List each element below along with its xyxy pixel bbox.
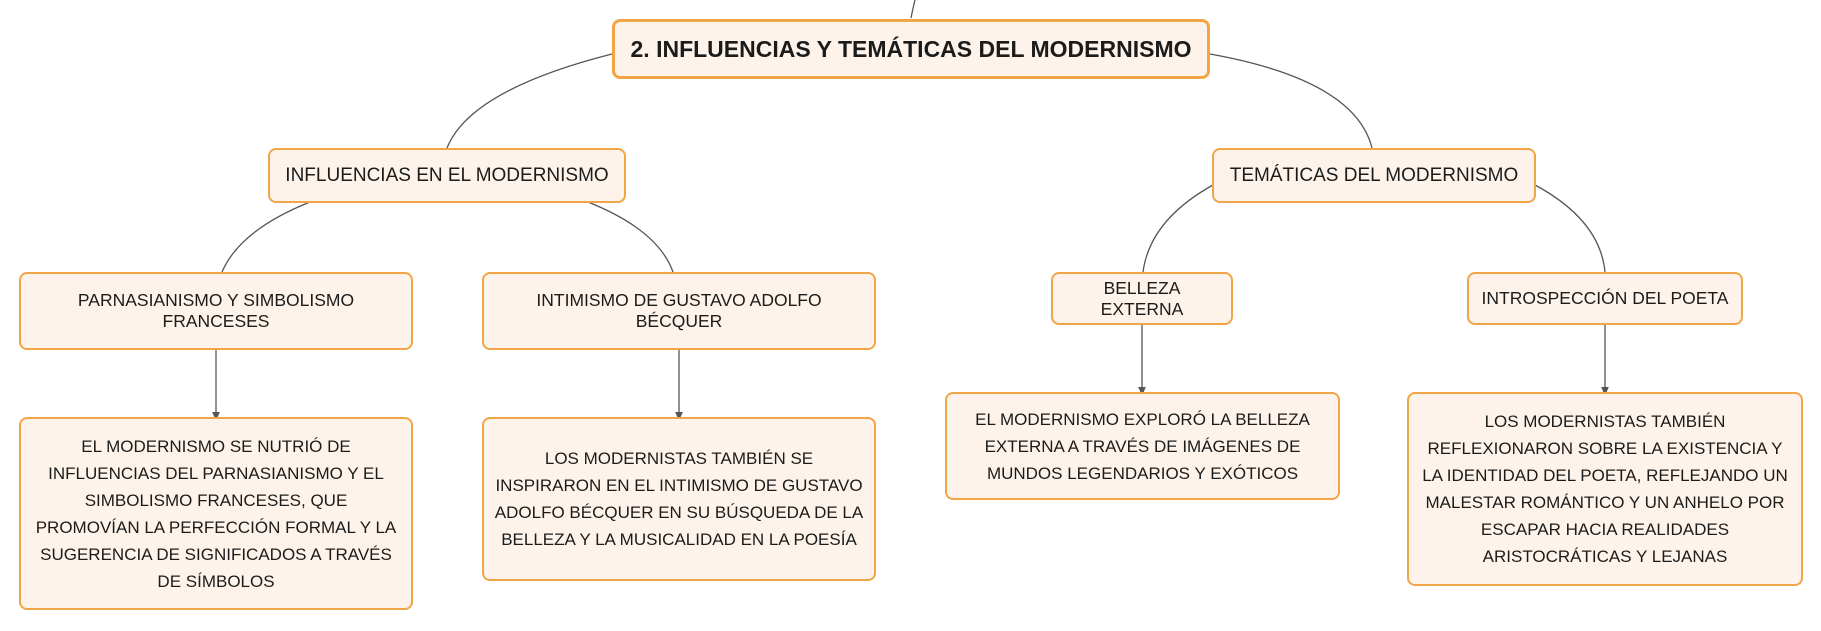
- becquer-detail-text: LOS MODERNISTAS TAMBIÉN SE INSPIRARON EN…: [494, 449, 864, 549]
- root-node[interactable]: 2. INFLUENCIAS Y TEMÁTICAS DEL MODERNISM…: [612, 19, 1210, 79]
- influencias-node-label: INFLUENCIAS EN EL MODERNISMO: [285, 164, 609, 186]
- introspeccion-node-label: INTROSPECCIÓN DEL POETA: [1481, 288, 1729, 308]
- root-node-label: 2. INFLUENCIAS Y TEMÁTICAS DEL MODERNISM…: [630, 35, 1192, 62]
- introspeccion-detail-text: LOS MODERNISTAS TAMBIÉN REFLEXIONARON SO…: [1422, 412, 1788, 566]
- tematicas-node[interactable]: TEMÁTICAS DEL MODERNISMO: [1212, 148, 1536, 203]
- parnasianismo-node[interactable]: PARNASIANISMO Y SIMBOLISMO FRANCESES: [19, 272, 413, 350]
- becquer-node[interactable]: INTIMISMO DE GUSTAVO ADOLFO BÉCQUER: [482, 272, 876, 350]
- belleza-detail-node[interactable]: EL MODERNISMO EXPLORÓ LA BELLEZA EXTERNA…: [945, 392, 1340, 500]
- connector-tematicas-introspeccion: [1534, 184, 1606, 273]
- belleza-node[interactable]: BELLEZA EXTERNA: [1051, 272, 1233, 325]
- becquer-detail-node[interactable]: LOS MODERNISTAS TAMBIÉN SE INSPIRARON EN…: [482, 417, 876, 581]
- connector-influencias-becquer: [587, 201, 674, 273]
- connector-root-influencias: [446, 53, 613, 149]
- connector-tematicas-belleza: [1142, 184, 1214, 273]
- connector-root-tematicas: [1209, 53, 1373, 149]
- connector-influencias-parnasianismo: [221, 201, 311, 273]
- introspeccion-detail-node[interactable]: LOS MODERNISTAS TAMBIÉN REFLEXIONARON SO…: [1407, 392, 1803, 586]
- influencias-node[interactable]: INFLUENCIAS EN EL MODERNISMO: [268, 148, 626, 203]
- belleza-node-label: BELLEZA EXTERNA: [1100, 277, 1184, 319]
- becquer-node-label: INTIMISMO DE GUSTAVO ADOLFO BÉCQUER: [536, 290, 822, 331]
- tematicas-node-label: TEMÁTICAS DEL MODERNISMO: [1229, 164, 1519, 186]
- parnasianismo-detail-node[interactable]: EL MODERNISMO SE NUTRIÓ DE INFLUENCIAS D…: [19, 417, 413, 610]
- belleza-detail-text: EL MODERNISMO EXPLORÓ LA BELLEZA EXTERNA…: [975, 409, 1310, 483]
- parnasianismo-detail-text: EL MODERNISMO SE NUTRIÓ DE INFLUENCIAS D…: [35, 436, 397, 591]
- parnasianismo-node-label: PARNASIANISMO Y SIMBOLISMO FRANCESES: [77, 290, 355, 331]
- connector-incoming-root: [910, 0, 916, 19]
- introspeccion-node[interactable]: INTROSPECCIÓN DEL POETA: [1467, 272, 1743, 325]
